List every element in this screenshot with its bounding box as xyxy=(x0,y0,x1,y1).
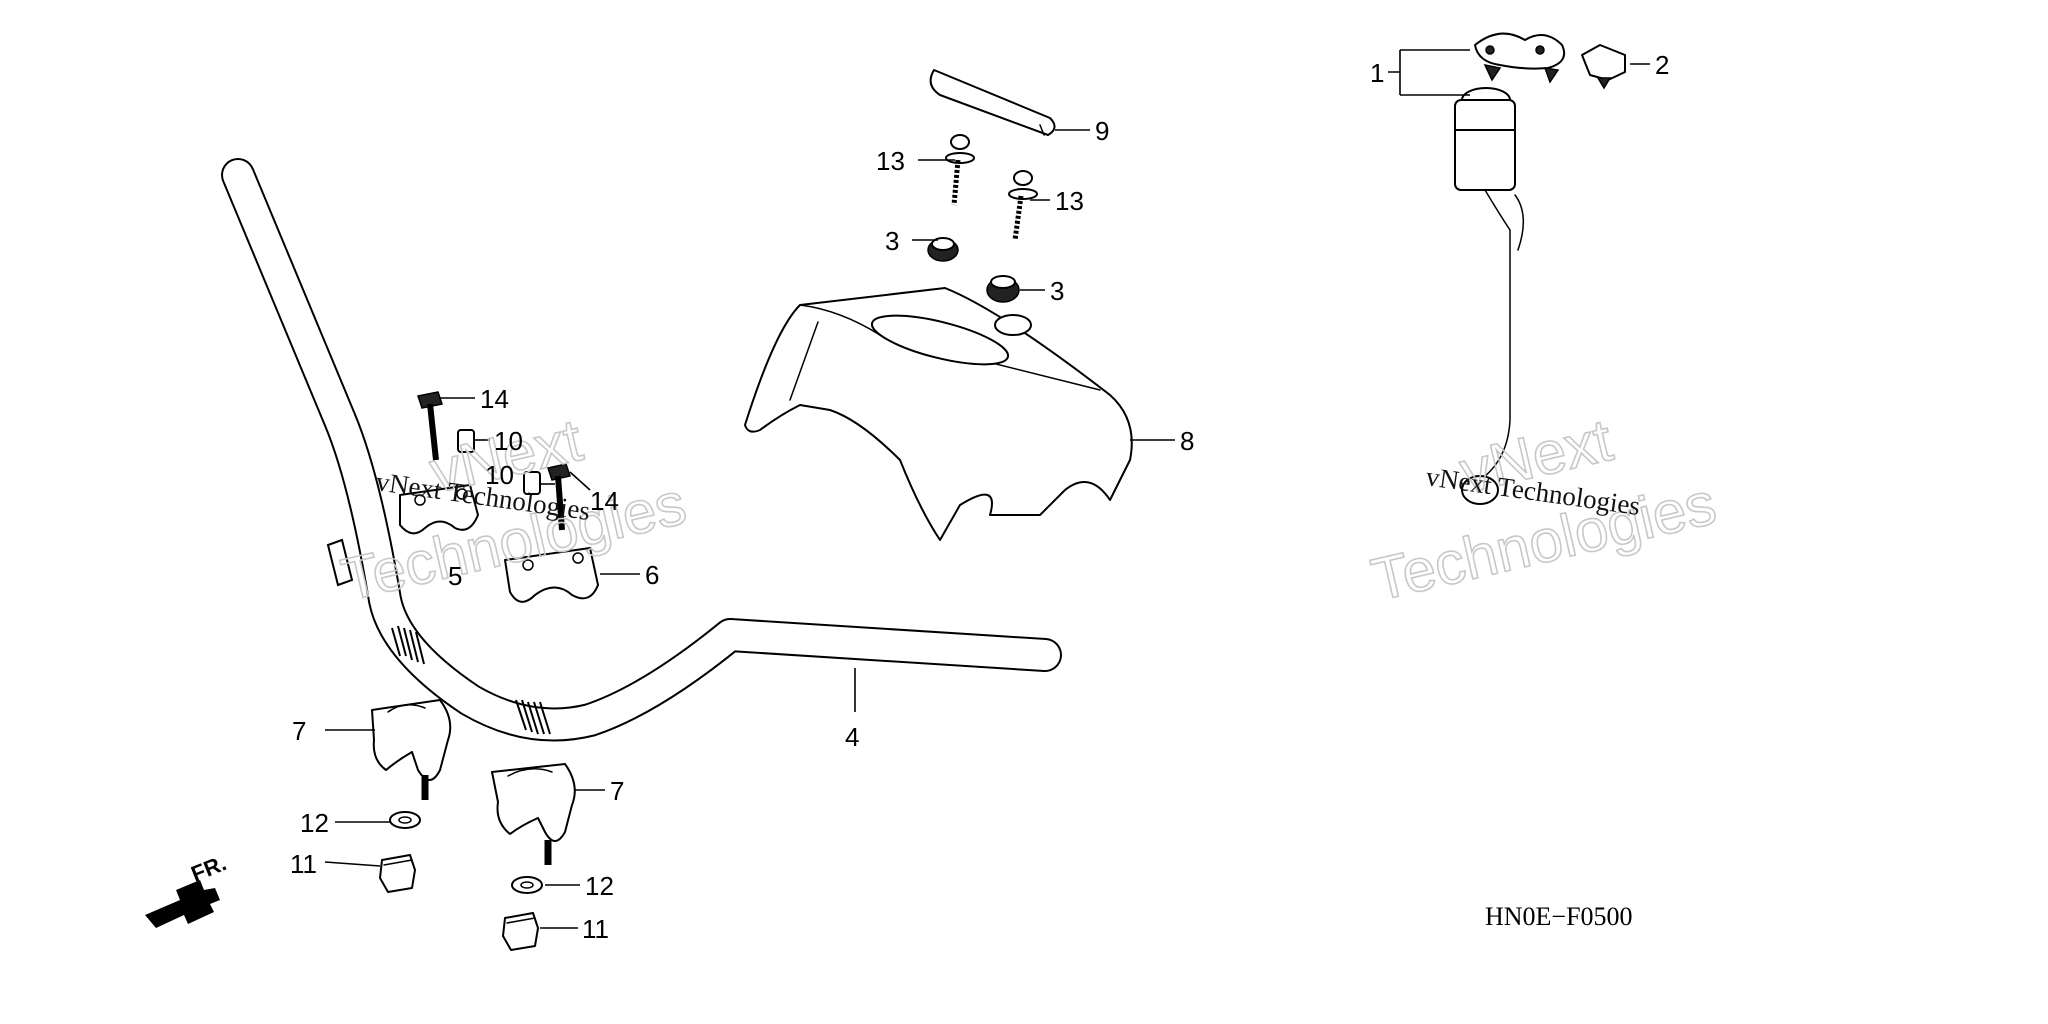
drawing-code: HN0E−F0500 xyxy=(1485,902,1633,931)
callout-9: 9 xyxy=(1095,116,1109,146)
bolt-14-a xyxy=(417,391,443,461)
washer-12-b xyxy=(511,876,543,894)
upper-holder-5 xyxy=(399,484,479,535)
callout-5: 5 xyxy=(448,561,462,591)
callout-3: 3 xyxy=(885,226,899,256)
callouts: 1 2 3 3 4 5 6 7 7 8 9 10 10 11 11 12 12 … xyxy=(290,50,1669,944)
upper-holder-6 xyxy=(504,547,599,603)
screw-13-b xyxy=(1008,170,1038,241)
lower-holder-7-a xyxy=(371,699,452,800)
bolt-14-b xyxy=(547,463,571,531)
callout-11: 11 xyxy=(290,849,317,879)
callout-13: 13 xyxy=(876,146,905,176)
callout-11: 11 xyxy=(582,914,609,944)
callout-6: 6 xyxy=(645,560,659,590)
callout-7: 7 xyxy=(610,776,624,806)
callout-14: 14 xyxy=(590,486,619,516)
nut-11-b xyxy=(502,912,539,951)
ignition-cap xyxy=(1581,44,1626,90)
handlebar xyxy=(221,158,1062,742)
direction-label: FR. xyxy=(188,850,230,886)
handlebar-cover xyxy=(744,287,1133,541)
ignition-switch xyxy=(1454,32,1566,505)
screw-13-a xyxy=(945,134,975,206)
callout-7: 7 xyxy=(292,716,306,746)
grommet-3-b xyxy=(986,275,1020,303)
collar-10-a xyxy=(457,429,475,453)
callout-10: 10 xyxy=(494,426,523,456)
callout-13: 13 xyxy=(1055,186,1084,216)
leader-lines xyxy=(324,49,1650,929)
callout-12: 12 xyxy=(300,808,329,838)
collar-10-b xyxy=(523,471,541,495)
callout-4: 4 xyxy=(845,722,859,752)
callout-14: 14 xyxy=(480,384,509,414)
callout-12: 12 xyxy=(585,871,614,901)
front-arrow: FR. xyxy=(145,850,230,928)
grommet-3-a xyxy=(927,237,959,262)
nut-11-a xyxy=(379,854,416,893)
washer-12-a xyxy=(389,811,421,829)
callout-2: 2 xyxy=(1655,50,1669,80)
cover-band xyxy=(929,69,1056,136)
callout-10: 10 xyxy=(485,460,514,490)
callout-1: 1 xyxy=(1370,58,1384,88)
lower-holder-7-b xyxy=(491,763,576,865)
callout-8: 8 xyxy=(1180,426,1194,456)
callout-3: 3 xyxy=(1050,276,1064,306)
